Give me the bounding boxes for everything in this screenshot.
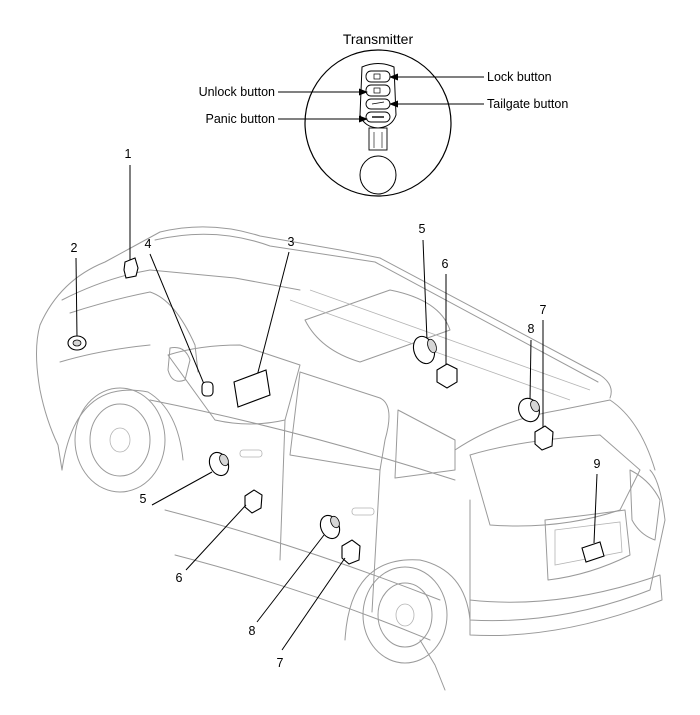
callout-label-8-left: 8 <box>249 624 256 638</box>
component-1-callout: 1 <box>123 147 139 279</box>
callout-label-5-left: 5 <box>140 492 147 506</box>
callout-label-9: 9 <box>594 457 601 471</box>
component-7-left-callout: 7 <box>277 539 361 670</box>
component-3-callout: 3 <box>233 235 295 408</box>
lock-button-label: Lock button <box>487 70 552 84</box>
tailgate-button-label: Tailgate button <box>487 97 568 111</box>
callout-label-2: 2 <box>71 241 78 255</box>
vehicle-outline <box>36 226 666 691</box>
component-6-left-callout: 6 <box>176 489 263 585</box>
callout-label-8-right: 8 <box>528 322 535 336</box>
callout-label-7-left: 7 <box>277 656 284 670</box>
component-2-callout: 2 <box>67 241 87 351</box>
component-5-left-callout: 5 <box>140 451 230 506</box>
component-4-callout: 4 <box>145 237 214 397</box>
component-8-right-callout: 8 <box>518 322 540 423</box>
key-fob <box>359 63 397 195</box>
callout-label-5-right: 5 <box>419 222 426 236</box>
panic-button-label: Panic button <box>206 112 276 126</box>
component-6-right-callout: 6 <box>436 257 458 389</box>
component-7-right-callout: 7 <box>534 303 554 451</box>
component-9-callout: 9 <box>581 457 605 563</box>
component-5-right-callout: 5 <box>412 222 437 365</box>
callout-label-6-right: 6 <box>442 257 449 271</box>
callout-label-3: 3 <box>288 235 295 249</box>
transmitter-title: Transmitter <box>343 31 414 47</box>
callout-label-7-right: 7 <box>540 303 547 317</box>
callout-label-6-left: 6 <box>176 571 183 585</box>
component-8-left-callout: 8 <box>249 514 341 638</box>
unlock-button-label: Unlock button <box>199 85 275 99</box>
transmitter-inset: Transmitter Lock button Tailgate butt <box>199 31 568 197</box>
callout-label-1: 1 <box>125 147 132 161</box>
callout-label-4: 4 <box>145 237 152 251</box>
